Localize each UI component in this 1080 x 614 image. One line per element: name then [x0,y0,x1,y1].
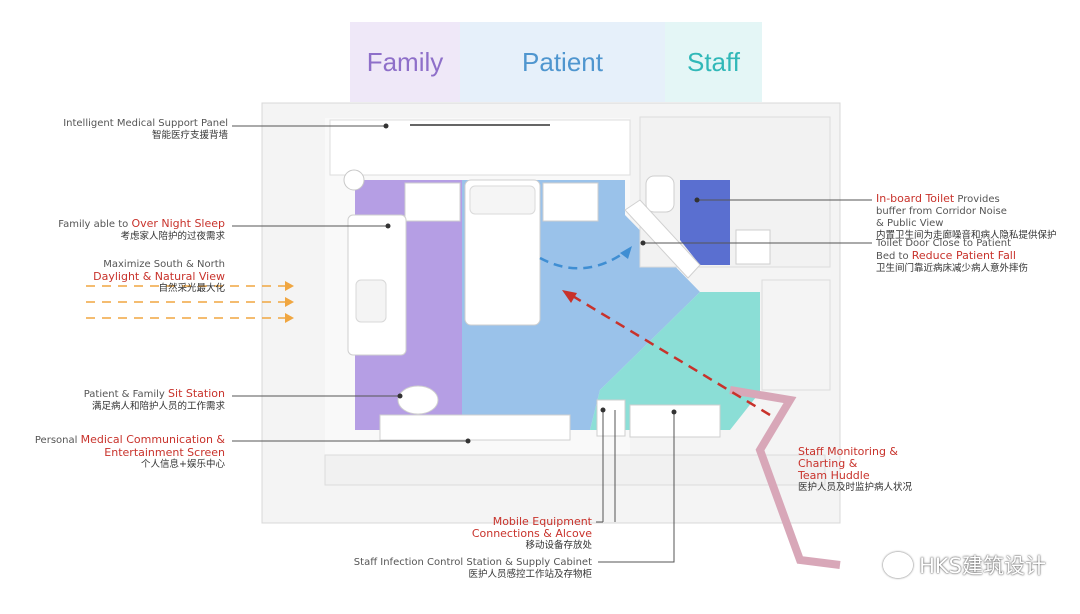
callout-toilet-door-en: Toilet Door Close to Patient [876,238,1012,249]
callout-overnight-highlight: Over Night Sleep [131,217,225,230]
callout-toilet-highlight: In-board Toilet [876,192,955,205]
equipment-alcove [596,399,626,437]
sink-fixture [735,229,771,265]
watermark: HKS建筑设计 [883,550,1046,580]
callout-overnight: Family able to Over Night Sleep 考虑家人陪护的过… [58,218,225,243]
callout-toilet-door-cn: 卫生间门靠近病床减少病人意外摔伤 [876,263,1029,274]
support-panel-wall [329,119,631,176]
callout-entertainment: Personal Medical Communication & Enterta… [35,434,225,471]
callout-support-panel: Intelligent Medical Support Panel 智能医疗支援… [63,118,228,142]
zone-header-patient: Patient [460,22,665,102]
nightstand-left [404,182,461,222]
callout-daylight-en: Maximize South & North [103,259,225,270]
toilet-floor [680,180,730,265]
callout-staff-monitoring: Staff Monitoring & Charting & Team Huddl… [798,446,912,494]
callout-sit-station-highlight: Sit Station [168,387,225,400]
callout-daylight-cn: 自然采光最大化 [158,283,225,294]
patient-bed [464,179,541,326]
callout-infection-control: Staff Infection Control Station & Supply… [354,557,592,581]
callout-toilet-en: Provides [954,194,1000,205]
callout-sit-station-en: Patient & Family [83,389,169,400]
callout-mobile-equipment-highlight-2: Connections & Alcove [471,527,592,540]
nightstand-right [542,182,599,222]
toilet-fixture [645,175,675,213]
callout-toilet-door-highlight: Reduce Patient Fall [911,249,1016,262]
callout-toilet-door-en-pre: Bed to [876,251,912,262]
callout-toilet-en2: buffer from Corridor Noise [876,206,1007,217]
bed-to-toilet-arc [539,248,629,270]
family-chair [397,385,439,415]
zone-header-staff: Staff [665,22,762,102]
callout-toilet: In-board Toilet Provides buffer from Cor… [876,193,1057,242]
callout-staff-monitoring-cn: 医护人员及时监护病人状况 [798,482,913,493]
room-front-wall [324,454,826,486]
callout-staff-monitoring-highlight-2: Charting & [798,457,858,470]
callout-overnight-en: Family able to [58,219,132,230]
callout-sit-station: Patient & Family Sit Station 满足病人和陪护人员的工… [84,388,225,413]
callout-leader-lines [232,125,872,563]
staff-zone-floor [590,292,760,430]
sightline-arrow [565,290,771,417]
staff-wall-block [761,279,831,391]
callout-entertainment-highlight: Medical Communication & [80,433,225,446]
wechat-icon [883,552,914,578]
callout-entertainment-cn: 个人信息+娱乐中心 [141,459,225,470]
callout-staff-monitoring-highlight-3: Team Huddle [798,469,870,482]
daylight-arrows [86,285,286,319]
callout-support-panel-cn: 智能医疗支援背墙 [151,130,228,141]
callout-daylight: Maximize South & North Daylight & Natura… [93,259,225,295]
callout-entertainment-highlight-2: Entertainment Screen [104,446,225,459]
callout-infection-control-en: Staff Infection Control Station & Supply… [353,557,592,568]
callout-daylight-highlight: Daylight & Natural View [93,270,225,283]
callout-mobile-equipment-cn: 移动设备存放处 [525,540,592,551]
callout-mobile-equipment: Mobile Equipment Connections & Alcove 移动… [472,516,592,552]
callout-toilet-door: Toilet Door Close to Patient Bed to Redu… [876,238,1028,275]
bed-pillow [469,185,536,215]
staff-monitoring-window [729,386,841,569]
callout-staff-monitoring-highlight: Staff Monitoring & [798,445,899,458]
entertainment-screen-counter [379,414,571,441]
callout-mobile-equipment-highlight: Mobile Equipment [492,515,592,528]
callout-infection-control-cn: 医护人员感控工作站及存物柜 [468,569,592,580]
callout-toilet-cn: 内置卫生间为走廊噪音和病人隐私提供保护 [876,230,1057,241]
toilet-diagonal-wall [624,199,701,279]
callout-sit-station-cn: 满足病人和陪护人员的工作需求 [91,401,225,412]
zone-header-family: Family [350,22,460,102]
callout-support-panel-en: Intelligent Medical Support Panel [63,118,228,129]
callout-overnight-cn: 考虑家人陪护的过夜需求 [120,231,225,242]
floor-lamp [343,169,365,191]
callout-toilet-en3: & Public View [876,218,944,229]
callout-entertainment-en: Personal [34,435,81,446]
watermark-text: HKS建筑设计 [919,554,1046,578]
